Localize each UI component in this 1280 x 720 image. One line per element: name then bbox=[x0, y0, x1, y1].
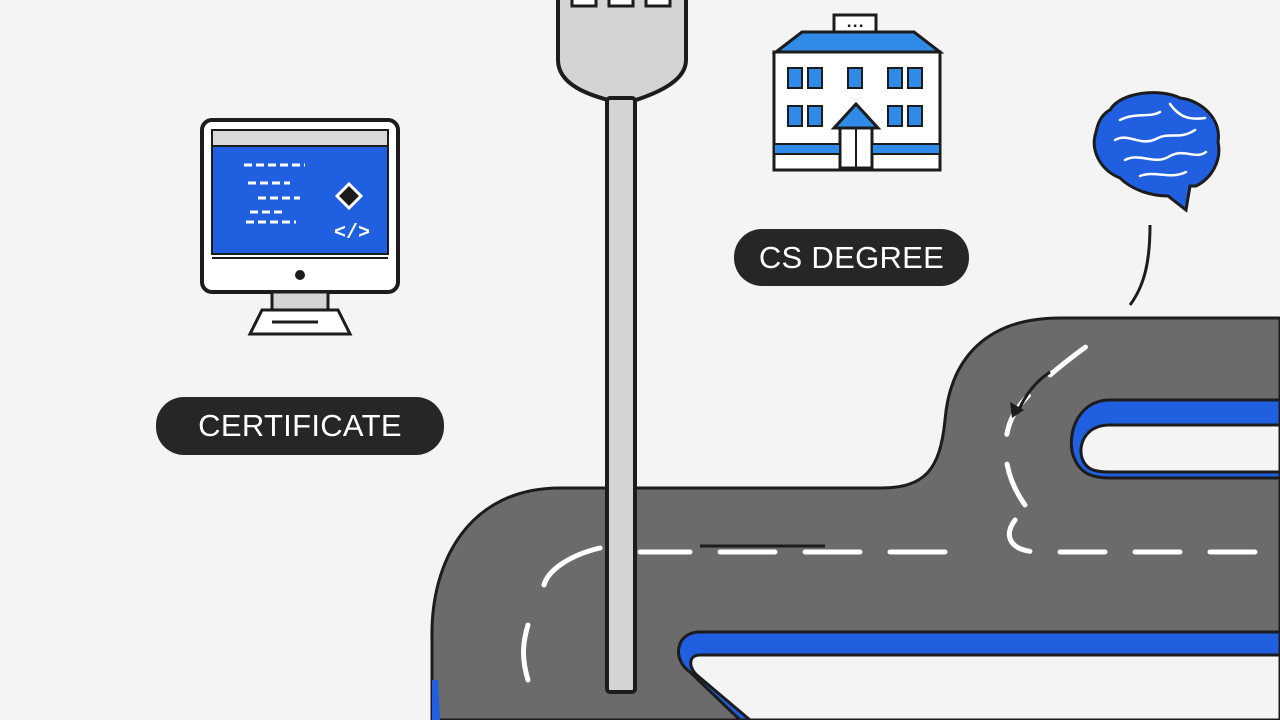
certificate-label: CERTIFICATE bbox=[156, 397, 444, 455]
brain-icon bbox=[1092, 91, 1221, 306]
signpost-head bbox=[556, 0, 688, 102]
lower-lane-inner bbox=[689, 653, 1280, 720]
university-building-icon: ▪▪▪ bbox=[771, 13, 945, 172]
road-surface bbox=[430, 316, 1280, 720]
cs-degree-label: CS DEGREE bbox=[734, 229, 969, 286]
winding-road bbox=[430, 316, 1280, 720]
desktop-computer-code-icon: </> bbox=[200, 118, 400, 336]
road-signpost-icon bbox=[556, 0, 688, 694]
upper-lane-inner bbox=[1079, 423, 1280, 474]
center-dash-curve bbox=[521, 545, 603, 683]
left-edge-stripe bbox=[432, 680, 440, 720]
direction-arrow bbox=[1010, 370, 1051, 418]
svg-text:</>: </> bbox=[334, 222, 370, 245]
svg-text:▪▪▪: ▪▪▪ bbox=[846, 22, 864, 33]
signpost-pole bbox=[605, 96, 637, 694]
